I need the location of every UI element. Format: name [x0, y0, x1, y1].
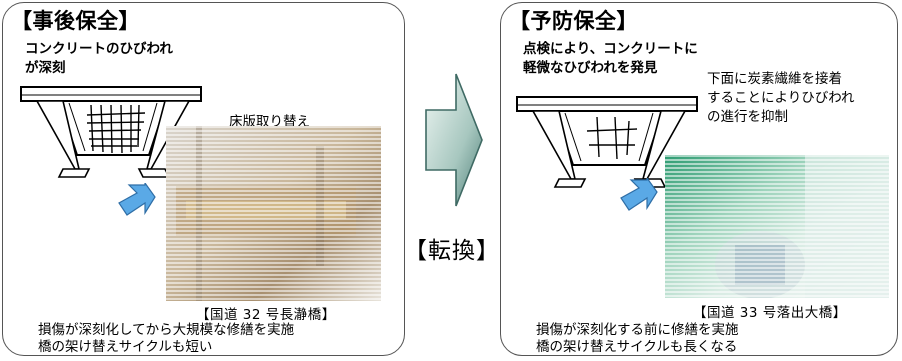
- left-summary-line-2: 橋の架け替えサイクルも短い: [38, 339, 213, 355]
- left-down-arrow-icon: [115, 181, 157, 221]
- transition-label: 【転換】: [404, 238, 500, 264]
- right-note-line-2: することによりひびわれ: [707, 90, 855, 106]
- right-panel: 【予防保全】 点検により、コンクリートに 軽微なひびわれを発見 下面に炭素繊維を…: [500, 2, 898, 356]
- right-headline-line-1: 点検により、コンクリートに: [523, 41, 698, 57]
- left-headline-line-2: が深刻: [25, 60, 66, 76]
- left-title: 【事後保全】: [11, 9, 140, 33]
- right-note-line-1: 下面に炭素繊維を接着: [707, 71, 842, 87]
- right-photo-carbon-fiber-repair: [665, 155, 889, 298]
- right-summary-line-2: 橋の架け替えサイクルも長くなる: [536, 339, 738, 355]
- left-headline-line-1: コンクリートのひびわれ: [25, 41, 173, 57]
- right-photo-caption: 【国道 33 号落出大橋】: [693, 305, 847, 321]
- right-minor-crack-girder-figure: [515, 95, 705, 199]
- left-photo-caption: 【国道 32 号長瀞橋】: [196, 307, 336, 323]
- right-title: 【予防保全】: [509, 9, 638, 33]
- right-summary-line-1: 損傷が深刻化する前に修繕を実施: [536, 322, 739, 338]
- left-summary-line-1: 損傷が深刻化してから大規模な修繕を実施: [38, 322, 295, 338]
- right-headline-line-2: 軽微なひびわれを発見: [523, 60, 658, 76]
- left-photo-slab-replacement: [166, 126, 381, 301]
- right-down-arrow-icon: [617, 176, 659, 216]
- transition-arrow-icon: [424, 70, 484, 214]
- right-note-line-3: の進行を抑制: [707, 109, 788, 125]
- left-panel: 【事後保全】 コンクリートのひびわれ が深刻 床版: [2, 2, 405, 356]
